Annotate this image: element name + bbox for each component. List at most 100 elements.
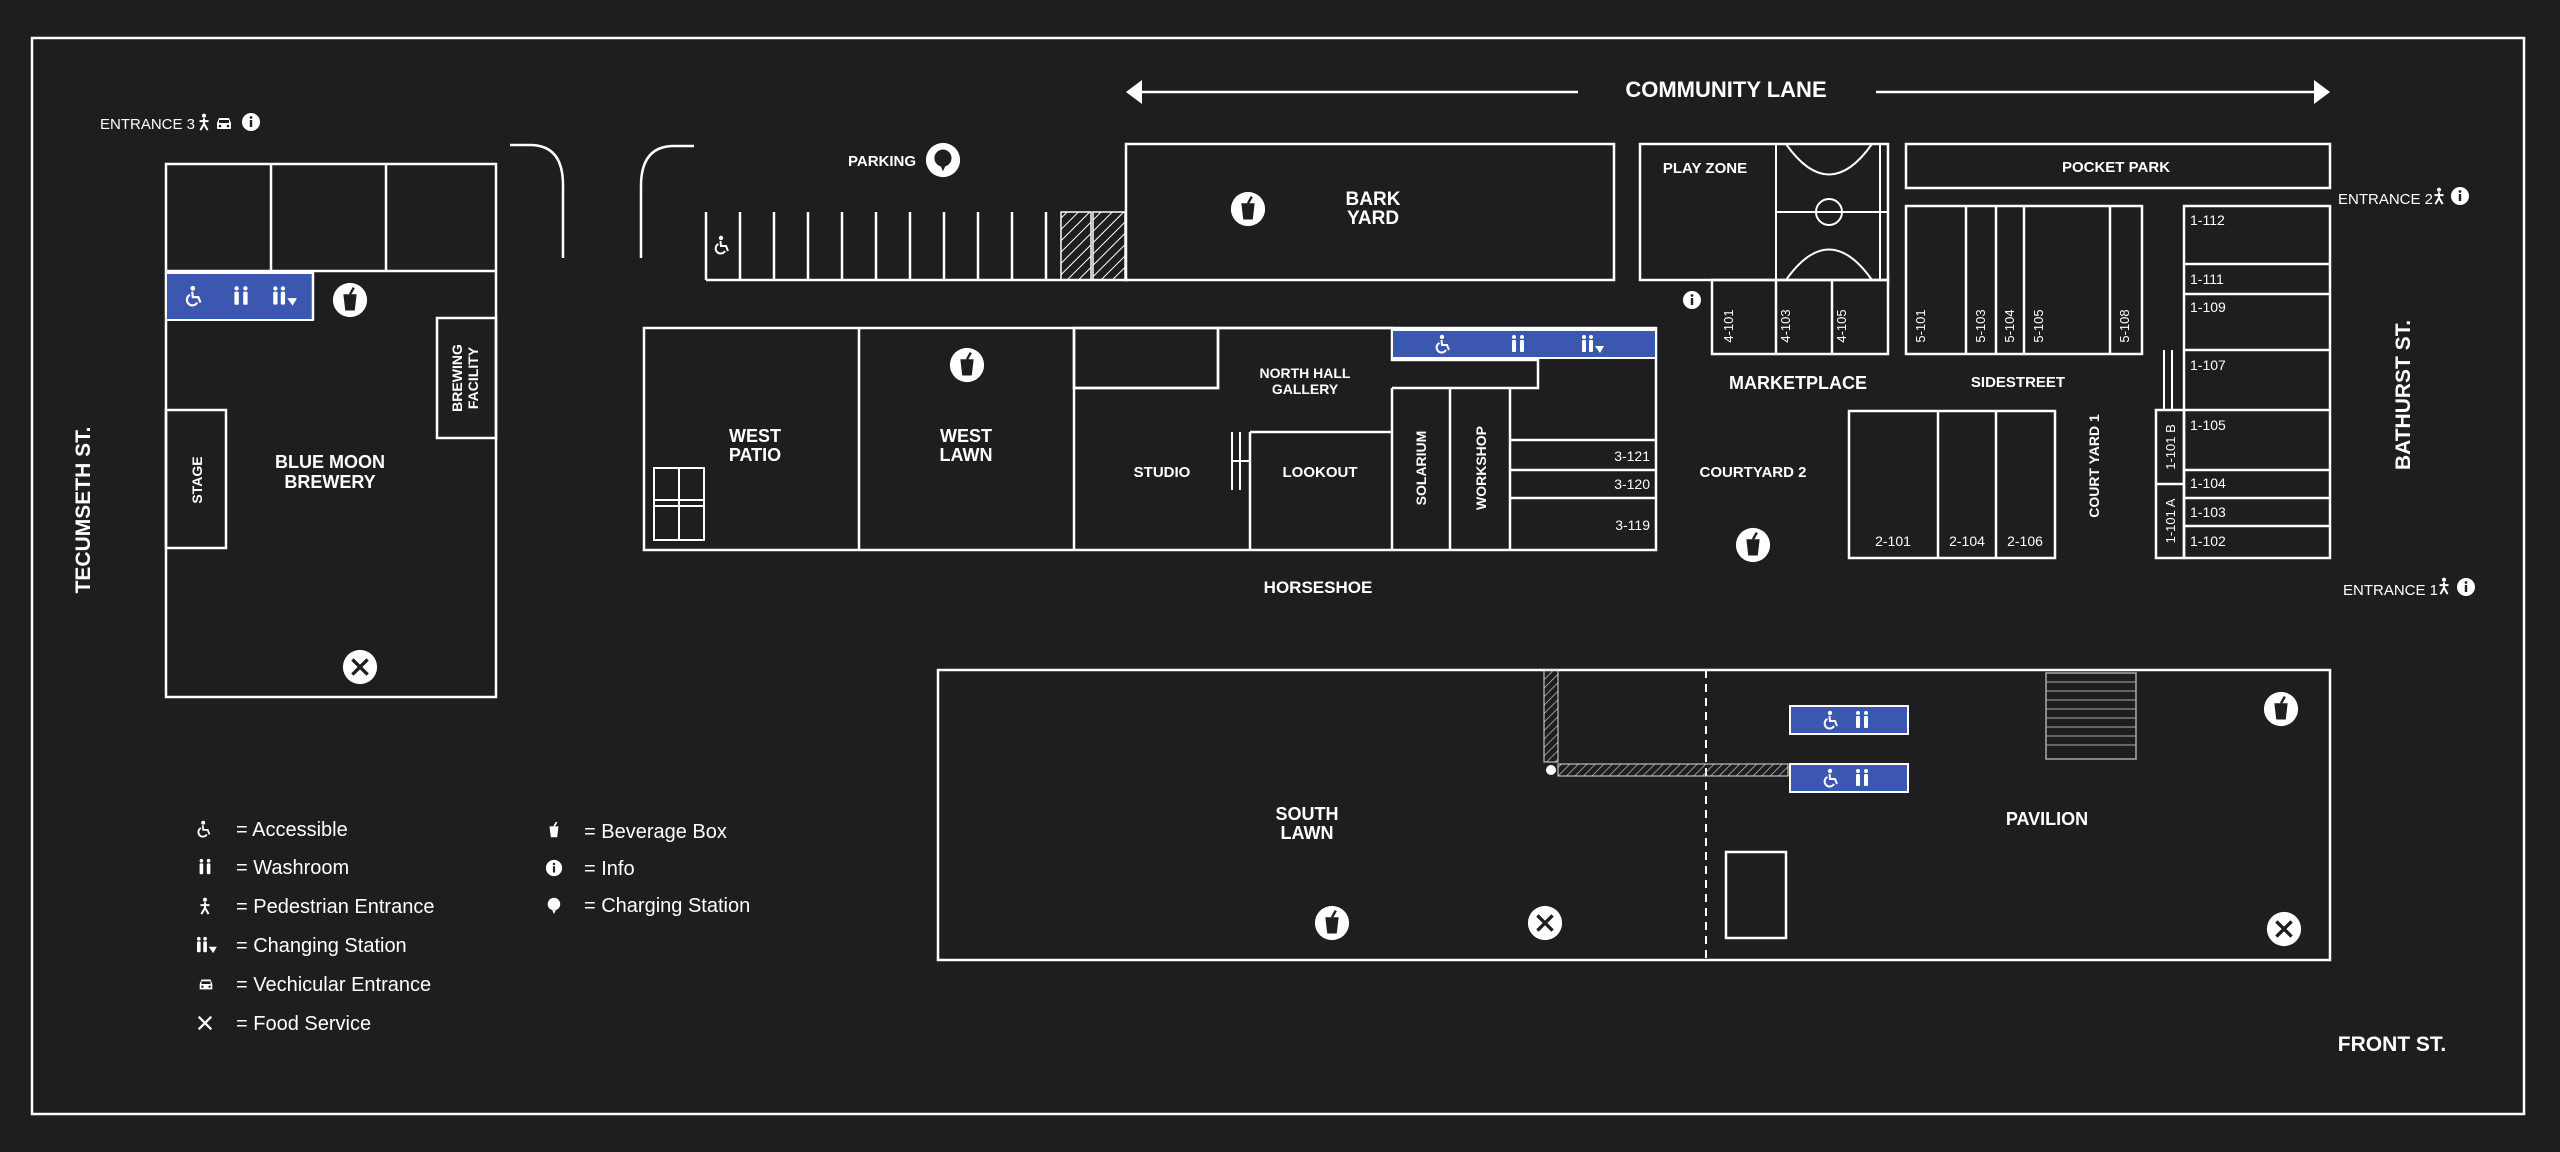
- units-4[interactable]: 4-101 4-103 4-105: [1710, 278, 1890, 356]
- unit-3-119: 3-119: [1615, 517, 1650, 533]
- driveway-curve-left: [510, 143, 565, 258]
- legend-charging: = Charging Station: [584, 895, 750, 917]
- food-service-icon[interactable]: [2265, 910, 2303, 948]
- pedestrian-icon: [2433, 187, 2445, 205]
- unit-4-103: 4-103: [1778, 309, 1793, 342]
- beverage-box-icon[interactable]: [331, 281, 369, 319]
- pavilion-feature: [1724, 850, 1788, 940]
- marketplace-label: MARKETPLACE: [1729, 373, 1867, 393]
- street-community-lane: COMMUNITY LANE: [1625, 77, 1826, 102]
- car-icon: [217, 118, 231, 129]
- unit-1-109: 1-109: [2190, 299, 2226, 315]
- workshop-label: WORKSHOP: [1473, 426, 1489, 510]
- unit-5-103: 5-103: [1973, 309, 1988, 342]
- changing-station-icon: [197, 936, 217, 954]
- legend-washroom: = Washroom: [236, 857, 349, 879]
- legend-pedestrian: = Pedestrian Entrance: [236, 896, 434, 918]
- stairs: [2045, 672, 2137, 760]
- lookout-label: LOOKOUT: [1283, 464, 1358, 481]
- beverage-box-icon[interactable]: [1229, 190, 1267, 228]
- unit-1-107: 1-107: [2190, 357, 2226, 373]
- units-1[interactable]: 1-112 1-111 1-109 1-107 1-105 1-104 1-10…: [2154, 204, 2332, 560]
- washroom-block: [1391, 329, 1657, 359]
- charging-station-icon[interactable]: [925, 142, 961, 178]
- info-icon[interactable]: [1683, 291, 1701, 309]
- unit-4-101: 4-101: [1721, 309, 1736, 342]
- pedestrian-icon: [199, 897, 211, 915]
- units-5[interactable]: 5-101 5-103 5-104 5-105 5-108: [1904, 204, 2144, 356]
- unit-5-101: 5-101: [1913, 309, 1928, 342]
- studio-label: STUDIO: [1134, 464, 1191, 481]
- street-tecumseth: TECUMSETH ST.: [72, 427, 95, 594]
- unit-5-108: 5-108: [2117, 309, 2132, 342]
- pedestrian-icon: [198, 113, 210, 131]
- beverage-box-icon: [548, 821, 560, 839]
- legend-beverage: = Beverage Box: [584, 821, 727, 843]
- beverage-box-icon[interactable]: [1734, 526, 1772, 564]
- street-bathurst: BATHURST ST.: [2392, 320, 2415, 470]
- courtyard-2-label: COURTYARD 2: [1700, 464, 1807, 481]
- pavilion-label: PAVILION: [2006, 809, 2088, 829]
- legend-info: = Info: [584, 858, 635, 880]
- info-icon: [545, 859, 563, 877]
- pocket-park[interactable]: POCKET PARK: [1904, 142, 2332, 190]
- pocket-park-label: POCKET PARK: [2062, 159, 2170, 176]
- unit-5-104: 5-104: [2002, 309, 2017, 342]
- food-service-icon[interactable]: [341, 648, 379, 686]
- beverage-box-icon[interactable]: [1313, 904, 1351, 942]
- entrance-1[interactable]: ENTRANCE 1: [2343, 577, 2475, 599]
- washroom-icon: [199, 858, 211, 875]
- unit-2-106: 2-106: [2007, 533, 2043, 549]
- unit-5-105: 5-105: [2031, 309, 2046, 342]
- info-icon: [2451, 187, 2469, 205]
- entrance-3-label: ENTRANCE 3: [100, 116, 195, 133]
- brewing-facility-room: [435, 316, 498, 440]
- washroom-block: [1789, 705, 1909, 735]
- entrance-2[interactable]: ENTRANCE 2: [2338, 187, 2469, 208]
- horseshoe-label: HORSESHOE: [1264, 578, 1373, 597]
- stage-label: STAGE: [189, 456, 205, 503]
- beverage-box-icon[interactable]: [2262, 690, 2300, 728]
- unit-3-121: 3-121: [1614, 448, 1650, 464]
- charging-station-icon: [547, 897, 561, 914]
- play-zone-label: PLAY ZONE: [1663, 160, 1747, 177]
- driveway-curve-right: [639, 144, 694, 258]
- food-service-icon: [197, 1015, 213, 1031]
- legend-changing: = Changing Station: [236, 935, 407, 957]
- street-front: FRONT ST.: [2338, 1033, 2447, 1056]
- entrance-2-label: ENTRANCE 2: [2338, 191, 2433, 208]
- info-icon: [2457, 578, 2475, 596]
- entrance-3[interactable]: ENTRANCE 3: [100, 113, 260, 133]
- pedestrian-icon: [2438, 577, 2450, 595]
- legend: = Accessible = Washroom = Pedestrian Ent…: [197, 819, 750, 1035]
- unit-1-104: 1-104: [2190, 475, 2226, 491]
- legend-accessible: = Accessible: [236, 819, 348, 841]
- washroom-block: [1789, 763, 1909, 793]
- entrance-1-label: ENTRANCE 1: [2343, 582, 2438, 599]
- sidestreet-label: SIDESTREET: [1971, 374, 2065, 391]
- info-icon: [242, 113, 260, 131]
- brewing-facility-label: BREWINGFACILITY: [449, 344, 481, 412]
- community-lane-arrow: COMMUNITY LANE: [1126, 77, 2330, 104]
- unit-1-103: 1-103: [2190, 504, 2226, 520]
- play-zone[interactable]: PLAY ZONE: [1638, 142, 1890, 282]
- unit-1-101b: 1-101 B: [2163, 424, 2178, 470]
- units-2[interactable]: 2-101 2-104 2-106: [1847, 409, 2057, 560]
- food-service-icon[interactable]: [1526, 904, 1564, 942]
- unit-1-102: 1-102: [2190, 533, 2226, 549]
- unit-2-101: 2-101: [1875, 533, 1911, 549]
- court-yard-1-label: COURT YARD 1: [2086, 414, 2102, 518]
- parking-area[interactable]: PARKING: [704, 142, 1128, 282]
- beverage-box-icon[interactable]: [948, 346, 986, 384]
- unit-1-112: 1-112: [2190, 212, 2225, 228]
- unit-3-120: 3-120: [1614, 476, 1650, 492]
- unit-2-104: 2-104: [1949, 533, 1985, 549]
